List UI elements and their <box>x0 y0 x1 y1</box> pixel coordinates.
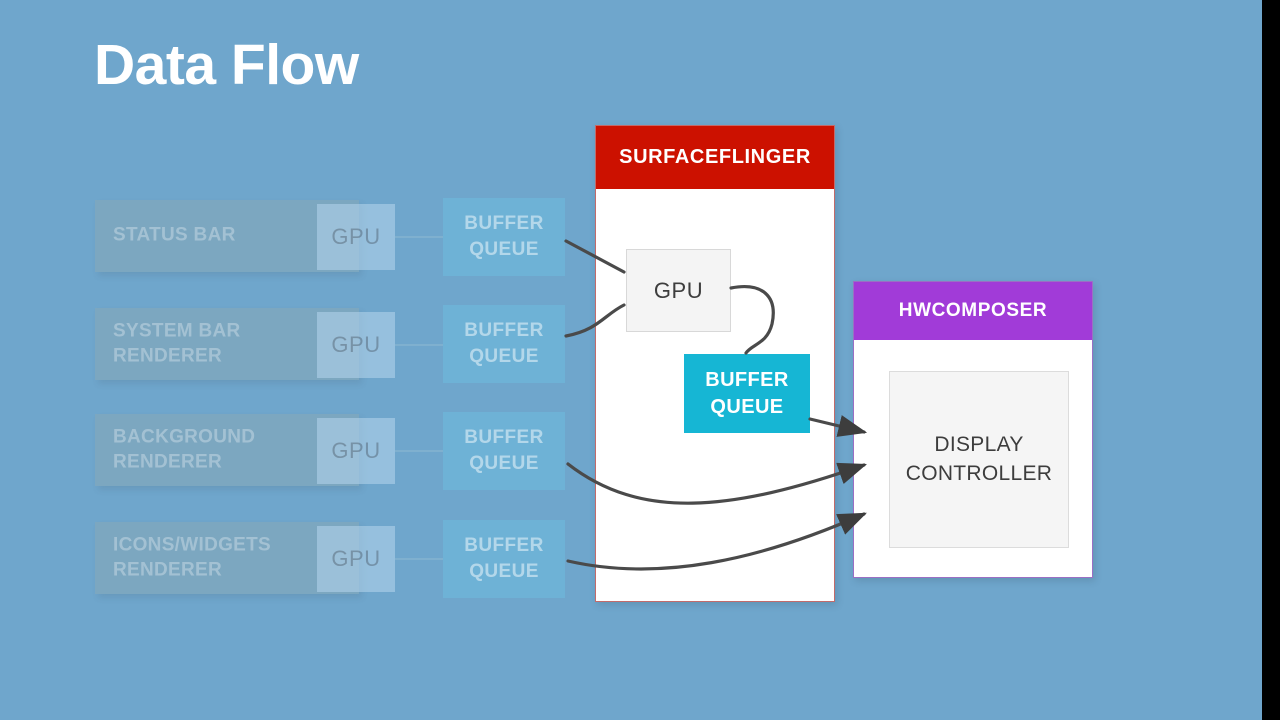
buffer-queue-2: BUFFER QUEUE <box>443 305 565 383</box>
page-title: Data Flow <box>94 33 359 97</box>
hwcomposer-panel: HWCOMPOSER DISPLAY CONTROLLER <box>853 281 1093 578</box>
renderer-label: BACKGROUND RENDERER <box>113 426 256 472</box>
renderer-row-status-bar: STATUS BAR <box>95 200 359 272</box>
gpu-chip-background: GPU <box>317 418 395 484</box>
renderer-row-system-bar: SYSTEM BAR RENDERER <box>95 308 359 380</box>
renderer-row-icons-widgets: ICONS/WIDGETS RENDERER <box>95 522 359 594</box>
gpu-chip-icons-widgets: GPU <box>317 526 395 592</box>
hwcomposer-title: HWCOMPOSER <box>854 282 1092 340</box>
surfaceflinger-gpu-box: GPU <box>626 249 731 332</box>
surfaceflinger-title: SURFACEFLINGER <box>596 126 834 189</box>
surfaceflinger-panel: SURFACEFLINGER GPU BUFFER QUEUE <box>595 125 835 602</box>
renderer-label: SYSTEM BAR RENDERER <box>113 320 241 366</box>
renderer-label: ICONS/WIDGETS RENDERER <box>113 534 272 580</box>
gpu-chip-system-bar: GPU <box>317 312 395 378</box>
renderer-row-background: BACKGROUND RENDERER <box>95 414 359 486</box>
right-black-bar <box>1262 0 1280 720</box>
buffer-queue-4: BUFFER QUEUE <box>443 520 565 598</box>
surfaceflinger-buffer-queue-box: BUFFER QUEUE <box>684 354 810 433</box>
display-controller-box: DISPLAY CONTROLLER <box>889 371 1069 548</box>
buffer-queue-1: BUFFER QUEUE <box>443 198 565 276</box>
connector-gpu-to-bq-stubs <box>395 236 443 560</box>
renderer-label: STATUS BAR <box>113 224 236 246</box>
buffer-queue-3: BUFFER QUEUE <box>443 412 565 490</box>
gpu-chip-status-bar: GPU <box>317 204 395 270</box>
